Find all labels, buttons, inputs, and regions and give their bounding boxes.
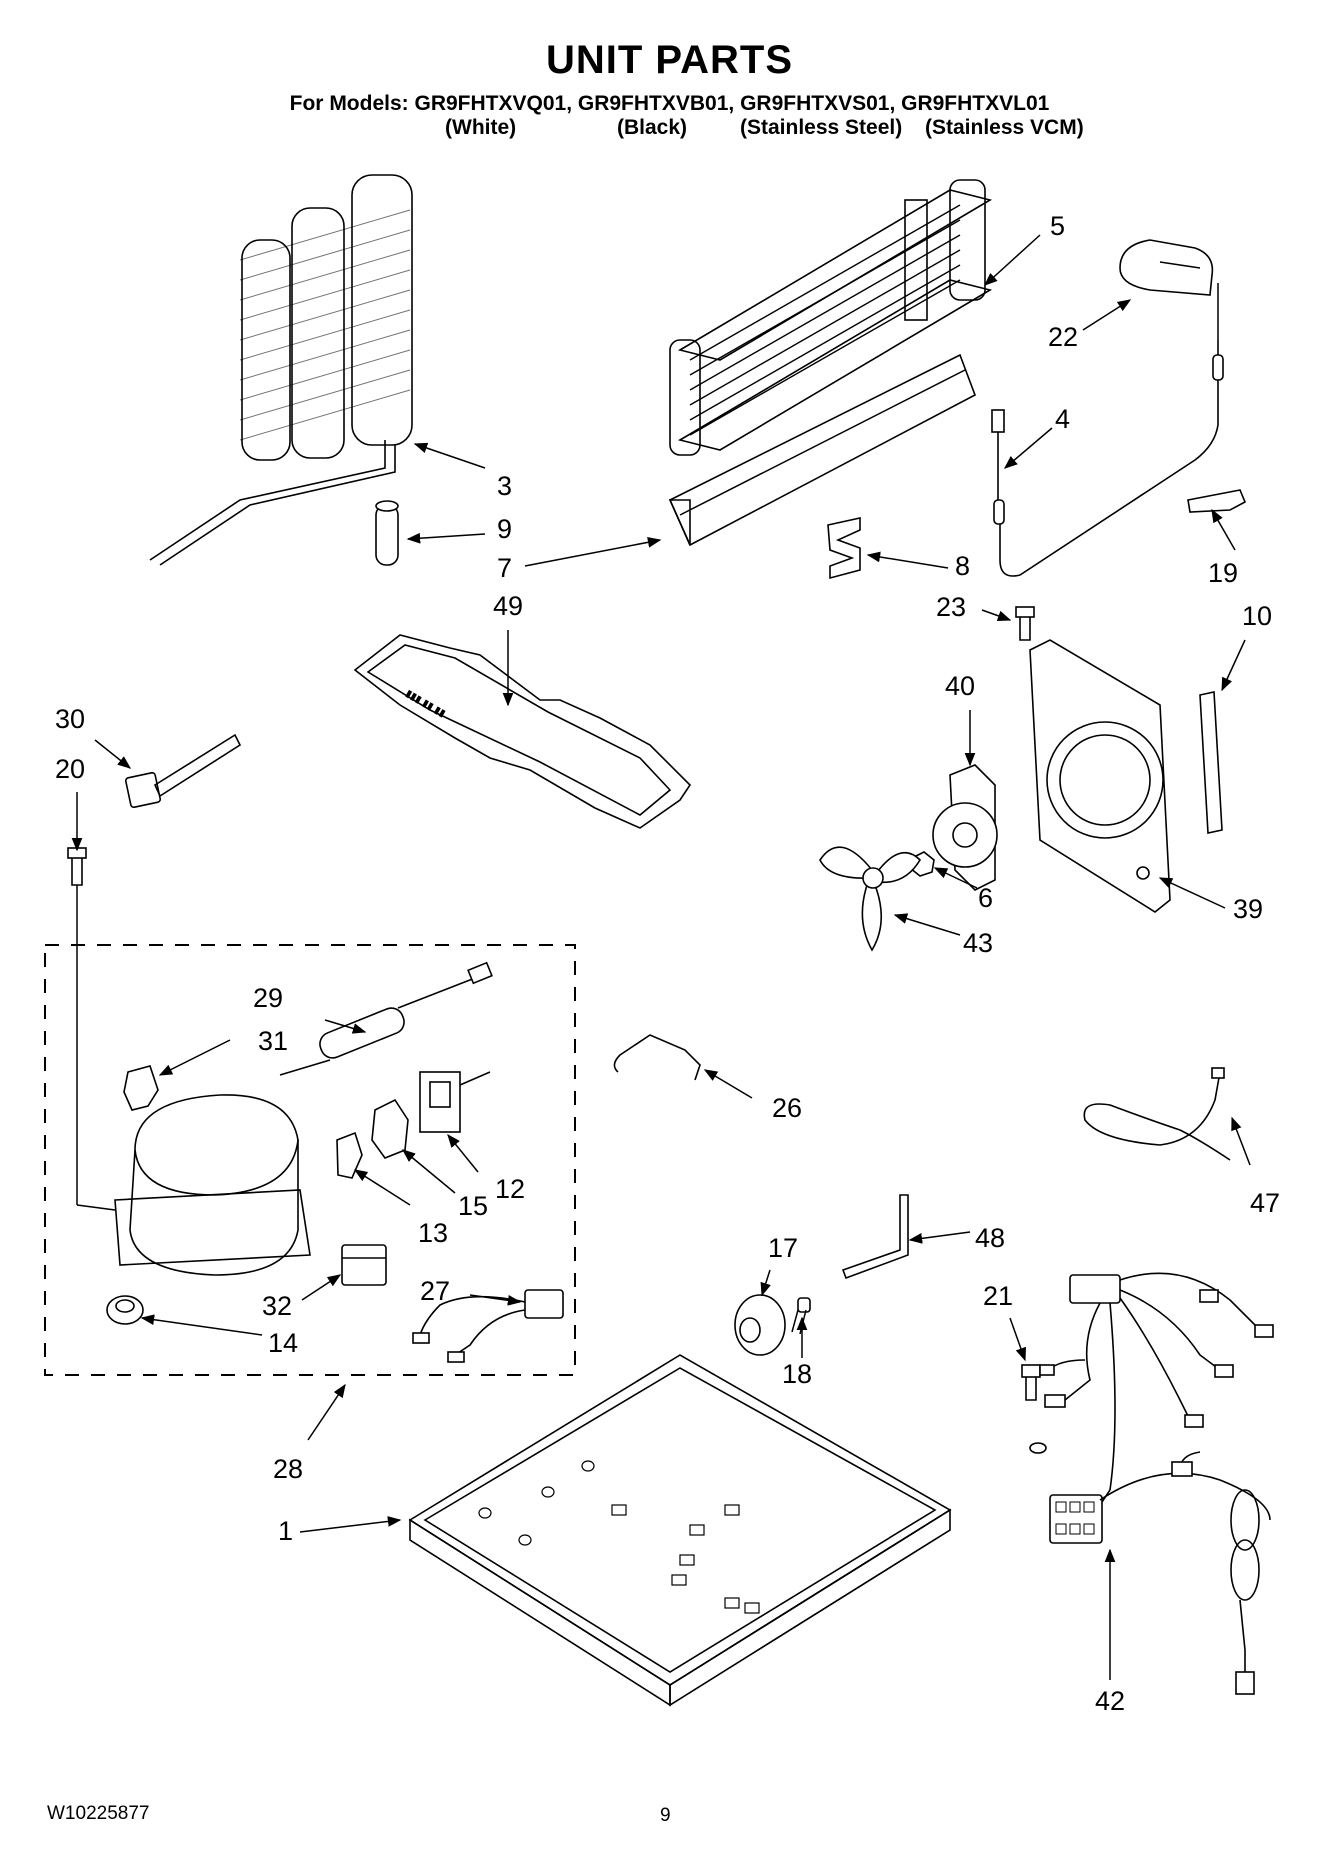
- callout-32: 32: [262, 1291, 292, 1321]
- callout-39: 39: [1233, 894, 1263, 924]
- part-fan-blade: [819, 846, 922, 952]
- part-cable-tie: [124, 733, 242, 809]
- compressor-assembly-box: [44, 944, 576, 1376]
- part-fan-motor: [932, 764, 998, 891]
- callout-18: 18: [782, 1359, 812, 1389]
- callout-43: 43: [963, 928, 993, 958]
- callout-21: 21: [983, 1281, 1013, 1311]
- callout-30: 30: [55, 704, 85, 734]
- part-cap: [1119, 239, 1214, 296]
- callout-12: 12: [495, 1174, 525, 1204]
- part-screw-23: [1015, 606, 1035, 641]
- part-condenser-coil: [149, 174, 413, 566]
- callout-7: 7: [497, 553, 512, 583]
- part-rod: [841, 1194, 909, 1280]
- document-number: W10225877: [47, 1803, 150, 1824]
- part-base-frame: [408, 1354, 952, 1707]
- callout-28: 28: [273, 1454, 303, 1484]
- part-compressor: [76, 1094, 311, 1325]
- part-drain-pan: ▮▮▮ ▮▮ ▮▮: [353, 634, 692, 829]
- callout-8: 8: [955, 551, 970, 581]
- callout-3: 3: [497, 471, 512, 501]
- callout-4: 4: [1055, 404, 1070, 434]
- part-thermistor: [991, 283, 1224, 577]
- part-bracket: [1187, 489, 1247, 513]
- part-drain-trough: [668, 353, 976, 547]
- part-strip: [1199, 691, 1223, 834]
- part-overload: [336, 1131, 363, 1179]
- part-fan-shroud: [1029, 639, 1171, 913]
- callout-26: 26: [772, 1093, 802, 1123]
- callout-9: 9: [497, 514, 512, 544]
- color-stainless-vcm: (Stainless VCM): [925, 116, 1084, 139]
- callout-15: 15: [458, 1191, 488, 1221]
- callout-40: 40: [945, 671, 975, 701]
- callout-10: 10: [1242, 601, 1272, 631]
- callout-20: 20: [55, 754, 85, 784]
- callout-5: 5: [1050, 211, 1065, 241]
- page-title: UNIT PARTS: [545, 38, 794, 82]
- part-relay-cover: [419, 1071, 491, 1133]
- part-capacitor: [341, 1244, 387, 1286]
- part-relay: [371, 1098, 409, 1159]
- models-line: For Models: GR9FHTXVQ01, GR9FHTXVB01, GR…: [289, 92, 1050, 115]
- part-roller: [734, 1294, 786, 1356]
- leader-lines: [71, 234, 1251, 1680]
- part-filter-drier: [279, 961, 493, 1076]
- part-evaporator: [669, 179, 993, 456]
- callout-14: 14: [268, 1328, 298, 1358]
- part-screw-21: [1021, 1364, 1047, 1454]
- callout-29: 29: [253, 983, 283, 1013]
- part-screw-20: [67, 847, 87, 886]
- callout-49: 49: [493, 591, 523, 621]
- color-black: (Black): [617, 116, 688, 139]
- callout-31: 31: [258, 1026, 288, 1056]
- callout-47: 47: [1250, 1188, 1280, 1218]
- callout-17: 17: [768, 1233, 798, 1263]
- callout-numbers: 3 9 7 5 22 4 8 19 23 10 40 49 30 20 39 6…: [55, 211, 1280, 1716]
- part-spacer: [375, 500, 399, 566]
- page-number: 9: [660, 1805, 671, 1826]
- color-white: (White): [445, 116, 517, 139]
- color-stainless-steel: (Stainless Steel): [740, 116, 903, 139]
- part-tube: [1083, 1067, 1231, 1161]
- callout-19: 19: [1208, 558, 1238, 588]
- callout-42: 42: [1095, 1686, 1125, 1716]
- callout-23: 23: [936, 592, 966, 622]
- svg-text:▮▮▮ ▮▮ ▮▮: ▮▮▮ ▮▮ ▮▮: [404, 688, 448, 720]
- part-wire-harness: [1039, 1272, 1274, 1695]
- callout-48: 48: [975, 1223, 1005, 1253]
- callout-1: 1: [278, 1516, 293, 1546]
- callout-6: 6: [978, 883, 993, 913]
- part-overload-clip: [123, 1065, 159, 1111]
- part-pin: [791, 1297, 811, 1335]
- part-wire-clip: [613, 1034, 701, 1081]
- callout-22: 22: [1048, 322, 1078, 352]
- part-harness-27: [412, 1289, 564, 1363]
- part-clip: [827, 517, 861, 580]
- callout-27: 27: [420, 1276, 450, 1306]
- callout-13: 13: [418, 1218, 448, 1248]
